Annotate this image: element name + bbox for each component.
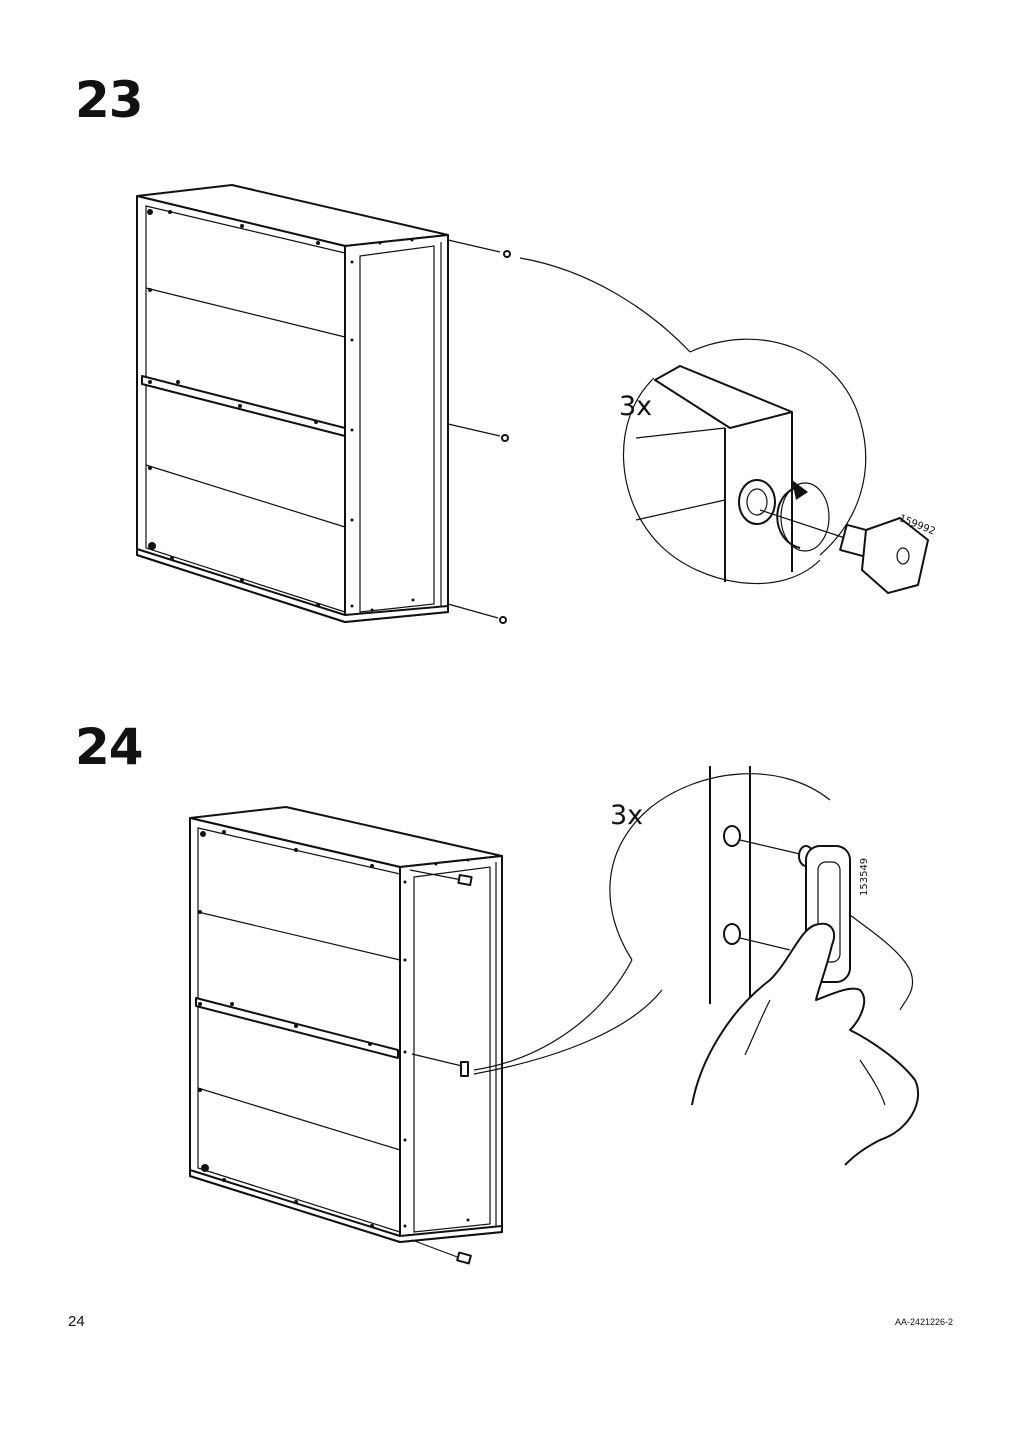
leveling-feet-indicators bbox=[447, 239, 511, 624]
hex-leveling-foot-icon bbox=[759, 509, 929, 594]
step-24-number: 24 bbox=[75, 718, 144, 776]
callout-pointer-24 bbox=[473, 959, 633, 1071]
step-23-number: 23 bbox=[75, 71, 144, 129]
callout-pointer-23 bbox=[519, 257, 691, 353]
page-number: 24 bbox=[68, 1313, 85, 1330]
step-24-part-number: 153549 bbox=[859, 857, 870, 896]
step-23-quantity: 3x bbox=[619, 391, 653, 422]
cabinet-back-view-24 bbox=[189, 806, 503, 1243]
step-24-quantity: 3x bbox=[610, 800, 644, 831]
document-code: AA-2421226-2 bbox=[895, 1317, 954, 1327]
plastic-plug-indicators bbox=[409, 869, 473, 1265]
hand-icon bbox=[691, 914, 920, 1166]
cabinet-back-view-23 bbox=[136, 184, 449, 623]
detail-circle-24 bbox=[609, 766, 831, 1004]
